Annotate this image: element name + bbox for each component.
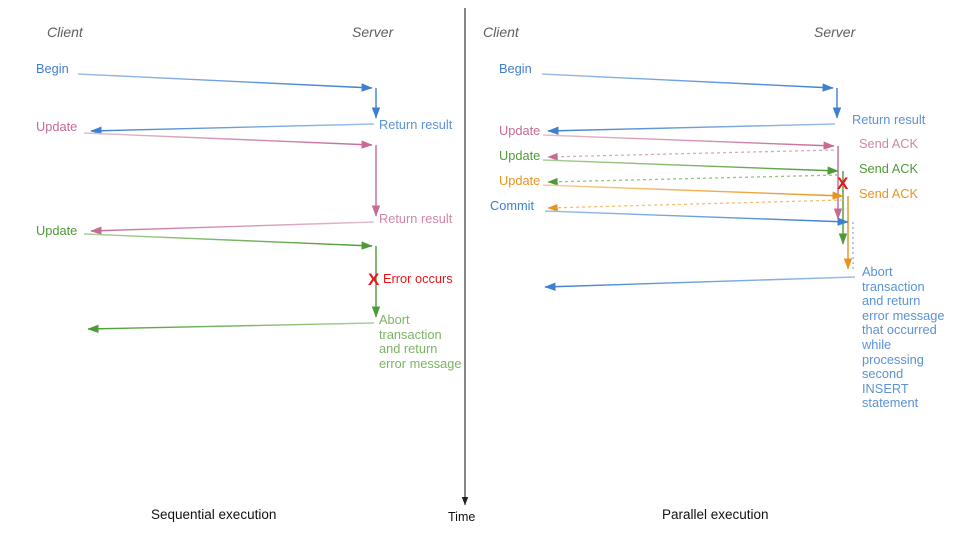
arrow-send-ack-3: [547, 199, 844, 212]
arrow-return-result: [547, 123, 836, 135]
arrow-update-request-2: [83, 233, 373, 250]
arrow-return-result-2: [90, 221, 375, 235]
arrow-begin-request: [541, 73, 834, 92]
arrow-begin-request: [77, 73, 373, 92]
arrow-update-request-1: [83, 132, 373, 149]
sequential-client-header: Client: [47, 24, 83, 40]
parallel-client-header: Client: [483, 24, 519, 40]
parallel-label-update-request-2: Update: [499, 148, 541, 163]
sequential-label-update-request-1: Update: [36, 119, 78, 134]
parallel-label-return-result: Return result: [852, 112, 926, 127]
parallel-label-update-request-3: Update: [499, 173, 541, 188]
sequential-error-x-icon: X: [368, 270, 380, 289]
parallel-error-x-icon: X: [837, 174, 849, 193]
sequential-server-header: Server: [352, 24, 394, 40]
arrow-send-ack-1: [547, 149, 835, 161]
parallel-panel-arrows: [541, 73, 856, 291]
time-axis-label: Time: [448, 510, 476, 524]
parallel-label-send-ack-3: Send ACK: [859, 186, 919, 201]
sequential-panel-arrows: [77, 73, 381, 333]
parallel-server-header: Server: [814, 24, 856, 40]
arrow-update-request-3: [542, 184, 844, 200]
parallel-label-commit-request: Commit: [490, 198, 535, 213]
parallel-label-update-request-1: Update: [499, 123, 541, 138]
sequential-caption: Sequential execution: [151, 507, 277, 522]
sequential-label-error-occurs: Error occurs: [383, 271, 453, 286]
arrow-abort-message: [544, 276, 856, 291]
arrow-commit-request: [544, 210, 849, 226]
arrow-update-request-1: [542, 134, 835, 150]
sequential-label-update-request-2: Update: [36, 223, 78, 238]
arrow-return-result-1: [90, 123, 375, 135]
sequential-label-return-result-2: Return result: [379, 211, 453, 226]
arrow-abort-message: [87, 322, 375, 333]
sequential-label-abort-message: Abort transaction and return error messa…: [379, 312, 462, 371]
parallel-label-abort-message: Abort transaction and return error messa…: [862, 264, 945, 411]
arrow-update-request-2: [542, 159, 839, 175]
arrow-send-ack-2: [547, 174, 839, 186]
sequential-label-begin-request: Begin: [36, 61, 69, 76]
sequential-label-return-result-1: Return result: [379, 117, 453, 132]
parallel-label-send-ack-2: Send ACK: [859, 161, 919, 176]
parallel-label-send-ack-1: Send ACK: [859, 136, 919, 151]
parallel-label-begin-request: Begin: [499, 61, 532, 76]
parallel-caption: Parallel execution: [662, 507, 769, 522]
